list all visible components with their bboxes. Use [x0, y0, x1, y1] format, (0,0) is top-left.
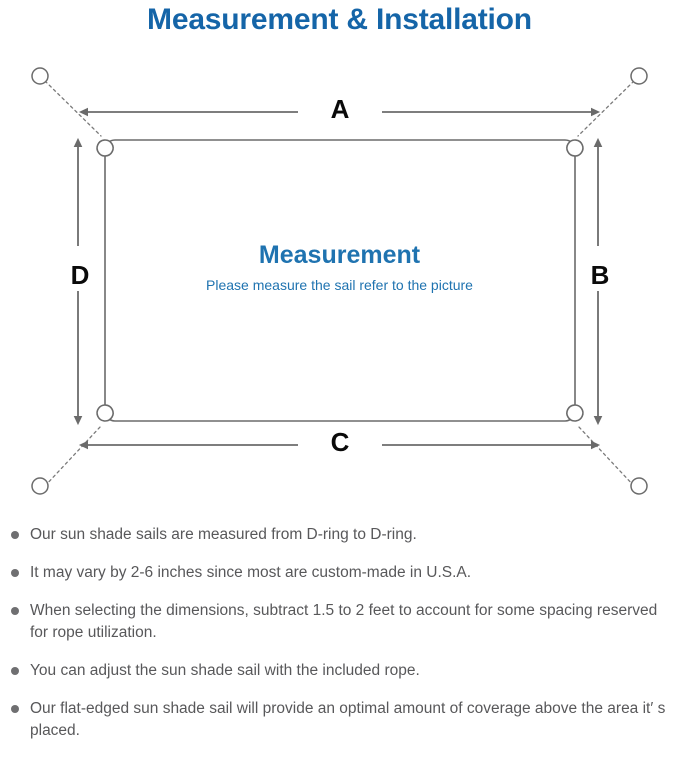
d-ring-top-left [96, 139, 114, 157]
d-rings [96, 139, 584, 422]
note-text: You can adjust the sun shade sail with t… [30, 662, 420, 679]
note-text: Our sun shade sails are measured from D-… [30, 526, 417, 543]
bullet-icon [11, 569, 19, 577]
dimension-label-c: C [330, 427, 350, 457]
shade-sail-measurement-diagram [0, 46, 679, 511]
rope-bottom-left [44, 425, 102, 487]
list-item: It may vary by 2-6 inches since most are… [0, 562, 679, 584]
list-item: When selecting the dimensions, subtract … [0, 600, 679, 644]
note-text: It may vary by 2-6 inches since most are… [30, 564, 472, 581]
bullet-icon [11, 607, 19, 615]
list-item: You can adjust the sun shade sail with t… [0, 660, 679, 682]
d-ring-top-right [566, 139, 584, 157]
note-text: Our flat-edged sun shade sail will provi… [30, 700, 666, 739]
rope-lines [44, 80, 635, 487]
page-root: Measurement & Installation [0, 3, 679, 739]
dimension-label-b: B [590, 260, 610, 290]
page-title: Measurement & Installation [147, 3, 532, 36]
rope-top-left [44, 80, 102, 137]
bullet-icon [11, 705, 19, 713]
anchor-top-left [31, 67, 49, 85]
anchor-bottom-right [630, 477, 648, 495]
bullet-icon [11, 667, 19, 675]
anchor-points [31, 67, 648, 495]
anchor-top-right [630, 67, 648, 85]
anchor-bottom-left [31, 477, 49, 495]
note-text: When selecting the dimensions, subtract … [30, 602, 658, 641]
d-ring-bottom-left [96, 404, 114, 422]
list-item: Our flat-edged sun shade sail will provi… [0, 698, 679, 742]
d-ring-bottom-right [566, 404, 584, 422]
rope-top-right [577, 80, 635, 137]
bullet-icon [11, 531, 19, 539]
dimension-label-a: A [330, 94, 350, 124]
rope-bottom-right [577, 425, 635, 487]
sail-body [104, 139, 576, 422]
notes-list: Our sun shade sails are measured from D-… [0, 524, 679, 758]
dimension-label-d: D [70, 260, 90, 290]
list-item: Our sun shade sails are measured from D-… [0, 524, 679, 546]
